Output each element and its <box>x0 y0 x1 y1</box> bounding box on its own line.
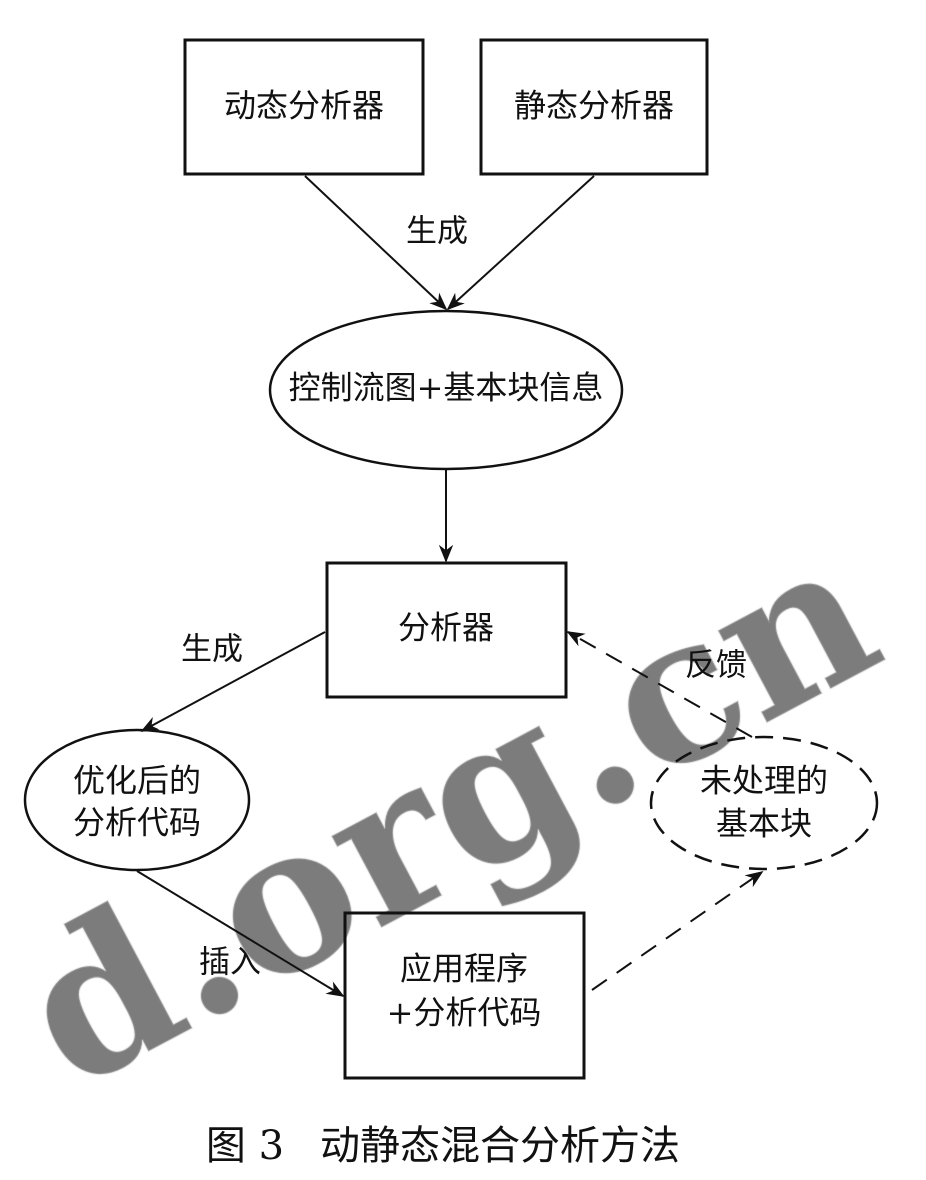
edge-label-generate-top: 生成 <box>406 214 468 250</box>
app-code-line2: +分析代码 <box>387 994 542 1032</box>
figure-title: 动静态混合分析方法 <box>320 1123 680 1169</box>
edge-label-feedback: 反馈 <box>685 648 747 684</box>
cfg-info-label: 控制流图+基本块信息 <box>289 369 604 407</box>
arrow-analyzer-to-optimized <box>140 631 326 732</box>
unprocessed-blocks-line2: 基本块 <box>716 805 812 843</box>
optimized-code-line1: 优化后的 <box>73 762 201 800</box>
unprocessed-blocks-ellipse <box>649 735 879 871</box>
dynamic-analyzer-box <box>183 38 425 176</box>
arrow-dynamic-to-cfg <box>304 175 448 311</box>
dashed-arrow-app-to-unprocessed <box>591 870 764 991</box>
unprocessed-blocks-line1: 未处理的 <box>700 762 828 800</box>
arrow-static-to-cfg <box>446 175 595 311</box>
app-code-line1: 应用程序 <box>400 950 528 988</box>
optimized-code-line2: 分析代码 <box>73 804 201 842</box>
analyzer-label: 分析器 <box>398 609 494 647</box>
arrow-optimized-to-app <box>136 870 345 997</box>
cfg-info-ellipse <box>268 309 624 471</box>
optimized-code-ellipse <box>23 728 251 872</box>
static-analyzer-box <box>479 38 709 176</box>
edge-label-insert: 插入 <box>199 945 261 981</box>
static-analyzer-label: 静态分析器 <box>514 87 674 125</box>
figure-number: 图 3 <box>206 1123 284 1169</box>
analyzer-box <box>325 561 568 699</box>
app-code-box <box>343 911 586 1080</box>
dashed-arrow-feedback-to-analyzer <box>566 631 753 738</box>
dynamic-analyzer-label: 动态分析器 <box>224 87 384 125</box>
edge-label-generate-left: 生成 <box>181 632 243 668</box>
